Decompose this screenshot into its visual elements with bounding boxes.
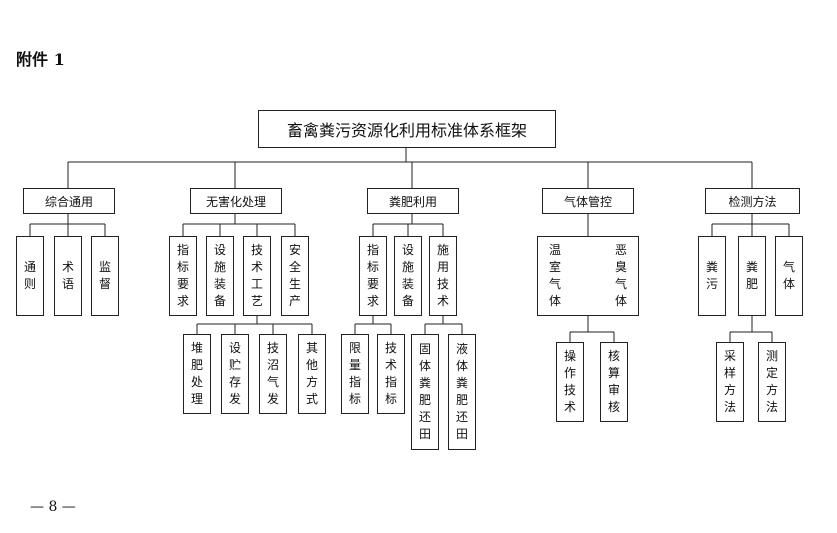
node-test-manure: 粪污 [698,236,726,316]
node-terminology: 术语 [54,236,82,316]
node-limit-index: 限量指标 [341,334,369,414]
node-measurement-method: 测定方法 [758,342,786,422]
node-operation-technique: 操作技术 [556,342,584,422]
node-fertilizer-equipment: 设施装备 [394,236,422,316]
node-sampling-method: 采样方法 [716,342,744,422]
node-technical-index: 技术指标 [377,334,405,414]
node-fertilizer-index: 指标要求 [359,236,387,316]
node-biogas-fermentation: 技沼气发 [259,334,287,414]
node-odor-gas: 恶臭气体 [614,243,627,308]
category-general: 综合通用 [23,188,115,214]
category-fertilizer-use: 粪肥利用 [367,188,459,214]
node-general-rules: 通则 [16,236,44,316]
framework-title-box: 畜禽粪污资源化利用标准体系框架 [258,110,556,148]
node-harmless-equipment: 设施装备 [206,236,234,316]
node-harmless-process: 技术工艺 [243,236,271,316]
node-composting: 堆肥处理 [183,334,211,414]
page-number: — 8 — [30,499,76,515]
node-harmless-safety: 安全生产 [281,236,309,316]
node-test-fertilizer: 粪肥 [738,236,766,316]
node-storage-fermentation: 设贮存发 [221,334,249,414]
node-harmless-index: 指标要求 [169,236,197,316]
attachment-label: 附件 1 [16,50,65,69]
node-fertilizer-application: 施用技术 [429,236,457,316]
node-solid-fertilizer-return: 固体粪肥还田 [411,334,439,450]
node-greenhouse-gas: 温室气体 [548,243,561,308]
category-harmless-treatment: 无害化处理 [190,188,282,214]
node-supervision: 监督 [91,236,119,316]
node-other-methods: 其他方式 [298,334,326,414]
node-gas-types: 温室气体 恶臭气体 [537,236,639,316]
node-accounting-audit: 核算审核 [600,342,628,422]
node-test-gas: 气体 [775,236,803,316]
category-gas-control: 气体管控 [542,188,634,214]
node-liquid-fertilizer-return: 液体粪肥还田 [448,334,476,450]
category-testing-methods: 检测方法 [705,188,800,214]
framework-title: 畜禽粪污资源化利用标准体系框架 [286,121,527,140]
